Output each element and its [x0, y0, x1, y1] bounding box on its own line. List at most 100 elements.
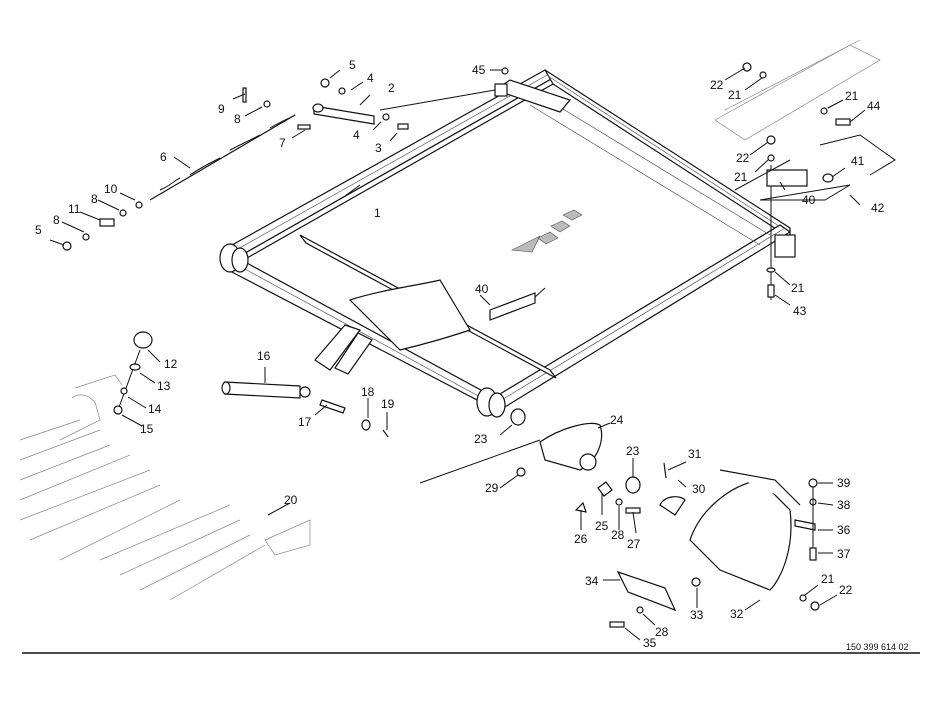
callout-39: 39 [837, 476, 851, 490]
leader-line-21 [744, 77, 763, 91]
callout-18: 18 [361, 385, 375, 399]
callout-22: 22 [839, 583, 853, 597]
leader-line-12 [147, 349, 161, 363]
main-frame [219, 69, 796, 418]
callout-8: 8 [234, 112, 241, 126]
leader-line-8 [244, 106, 263, 117]
leader-line-3 [389, 132, 398, 142]
callout-5: 5 [35, 223, 42, 237]
callout-3: 3 [375, 141, 382, 155]
callout-37: 37 [837, 547, 851, 561]
hardware-cylinder [221, 381, 389, 438]
callout-42: 42 [871, 201, 885, 215]
callout-38: 38 [837, 498, 851, 512]
leader-line-15 [121, 414, 143, 427]
leader-line-17 [314, 404, 328, 416]
callout-15: 15 [140, 422, 154, 436]
leader-line-31 [667, 461, 687, 471]
callout-26: 26 [574, 532, 588, 546]
leader-line-5 [329, 69, 341, 79]
leader-line-22 [819, 594, 838, 606]
leader-line-13 [139, 372, 156, 384]
document-number: 150 399 614 02 [846, 642, 909, 652]
leader-line-28 [642, 613, 656, 626]
leader-lines [49, 67, 866, 641]
leader-line-24 [597, 422, 611, 429]
leader-line-35 [624, 627, 641, 641]
leader-line-11 [79, 211, 101, 221]
callout-8: 8 [53, 213, 60, 227]
callout-9: 9 [218, 102, 225, 116]
callout-40: 40 [802, 193, 816, 207]
leader-line-2 [359, 94, 371, 106]
callout-29: 29 [485, 481, 499, 495]
callout-21: 21 [728, 88, 742, 102]
callout-25: 25 [595, 519, 609, 533]
callout-5: 5 [349, 58, 356, 72]
callout-31: 31 [688, 447, 702, 461]
leader-line-9 [232, 93, 246, 100]
callout-28: 28 [655, 625, 669, 639]
callout-19: 19 [381, 397, 395, 411]
callout-44: 44 [867, 99, 881, 113]
leader-line-21 [774, 271, 791, 286]
leader-line-43 [774, 294, 791, 306]
leader-line-40 [779, 181, 786, 191]
leader-line-41 [831, 167, 846, 178]
hardware-right-top [714, 39, 896, 300]
bracket-40 [489, 287, 546, 321]
callout-33: 33 [690, 608, 704, 622]
leader-line-4 [372, 121, 382, 131]
hardware-left [59, 331, 153, 441]
callout-32: 32 [730, 607, 744, 621]
callout-24: 24 [610, 413, 624, 427]
leader-line-5 [49, 239, 65, 246]
callout-13: 13 [157, 379, 171, 393]
callout-34: 34 [585, 574, 599, 588]
callout-16: 16 [257, 349, 271, 363]
callout-4: 4 [353, 128, 360, 142]
callout-23: 23 [474, 432, 488, 446]
callout-27: 27 [627, 537, 641, 551]
callout-35: 35 [643, 636, 657, 650]
callout-2: 2 [388, 81, 395, 95]
callout-21: 21 [821, 572, 835, 586]
callout-21: 21 [734, 170, 748, 184]
callout-30: 30 [692, 482, 706, 496]
callout-1: 1 [374, 206, 381, 220]
callout-22: 22 [710, 78, 724, 92]
leader-line-21 [754, 159, 769, 173]
leader-line-8 [61, 221, 85, 233]
link-arm [312, 89, 496, 125]
callout-6: 6 [160, 150, 167, 164]
callout-20: 20 [284, 493, 298, 507]
callout-12: 12 [164, 357, 178, 371]
leader-line-22 [749, 141, 769, 156]
callout-10: 10 [104, 182, 118, 196]
callout-21: 21 [845, 89, 859, 103]
callout-36: 36 [837, 523, 851, 537]
leader-line-30 [677, 479, 687, 488]
callout-45: 45 [472, 63, 486, 77]
callout-28: 28 [611, 528, 625, 542]
callout-23: 23 [626, 444, 640, 458]
leader-line-44 [849, 109, 866, 123]
leader-line-21 [804, 584, 819, 596]
callout-21: 21 [791, 281, 805, 295]
callout-43: 43 [793, 304, 807, 318]
callout-17: 17 [298, 415, 312, 429]
leader-line-38 [817, 502, 834, 506]
callout-14: 14 [148, 402, 162, 416]
callout-11: 11 [68, 202, 81, 216]
leader-line-4 [350, 81, 364, 91]
leader-line-40 [479, 294, 491, 306]
leader-line-14 [127, 396, 147, 409]
hardware-lower-right [609, 462, 820, 628]
leader-line-22 [724, 67, 746, 81]
leader-line-8 [97, 199, 120, 211]
leader-line-23 [499, 424, 513, 436]
callout-40: 40 [475, 282, 489, 296]
leader-line-20 [267, 502, 291, 516]
